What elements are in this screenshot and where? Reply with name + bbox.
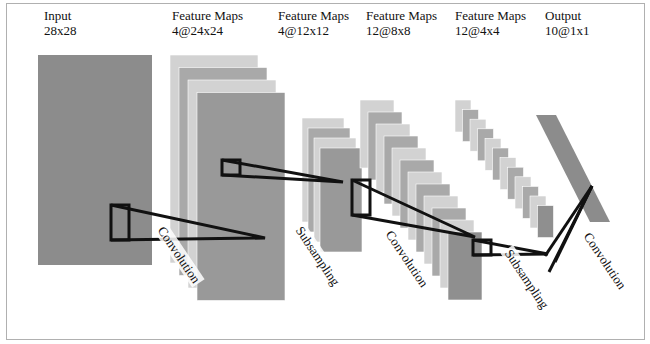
layer-label: Feature Maps: [172, 8, 243, 23]
feature-map: [197, 93, 285, 301]
feature-map: [320, 148, 362, 252]
feature-map: [538, 206, 554, 238]
layer-label: 12@8x8: [366, 23, 410, 38]
input-map: [38, 55, 152, 265]
layer-label: Output: [545, 8, 581, 23]
feature-map-stacks: [170, 55, 554, 301]
layer-label: 4@24x24: [172, 23, 223, 38]
layer-label: 10@1x1: [545, 23, 589, 38]
layer-label: Feature Maps: [278, 8, 349, 23]
layer-label: 28x28: [44, 23, 77, 38]
operation-label: Convolution: [580, 228, 631, 294]
layer-label: 4@12x12: [278, 23, 329, 38]
layer-label: 12@4x4: [455, 23, 499, 38]
output-layer: [536, 115, 610, 222]
layer-label: Feature Maps: [366, 8, 437, 23]
frame: [7, 4, 645, 340]
layer-label: Input: [44, 8, 71, 23]
layer-label: Feature Maps: [455, 8, 526, 23]
